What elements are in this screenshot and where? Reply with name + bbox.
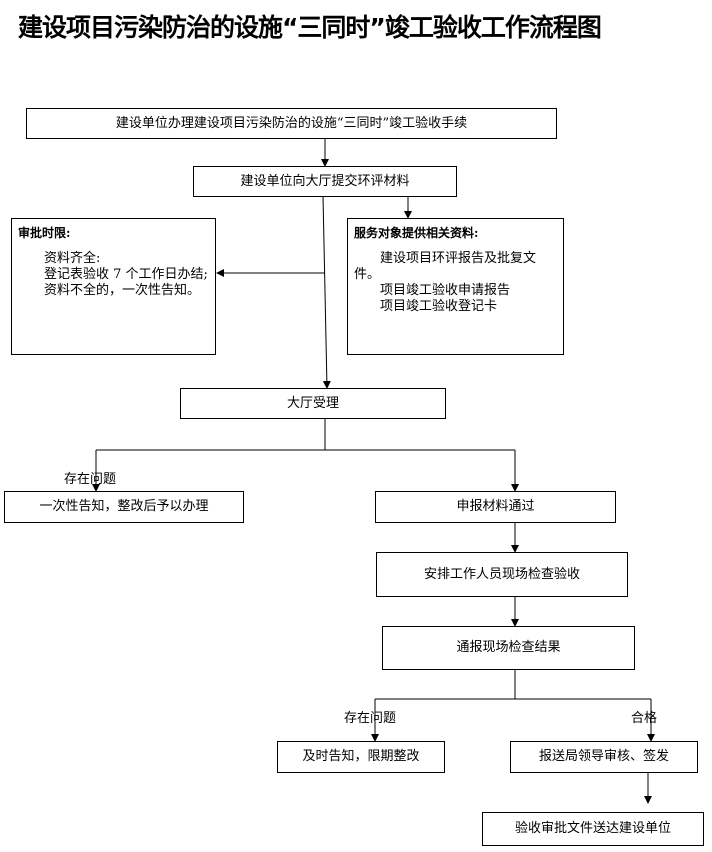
materials-heading: 服务对象提供相关资料: <box>354 226 479 240</box>
qualified-label: 合格 <box>631 711 658 726</box>
materials-line: 建设项目环评报告及批复文件。 <box>354 251 537 282</box>
submit-materials-box: 建设单位向大厅提交环评材料 <box>193 166 457 197</box>
materials-line: 项目竣工验收申请报告 <box>380 283 511 298</box>
hall-accept-box: 大厅受理 <box>180 388 446 419</box>
deliver-document-box: 验收审批文件送达建设单位 <box>482 812 704 846</box>
timely-notice-box: 及时告知，限期整改 <box>277 741 445 773</box>
time-limit-line: 资料不全的，一次性告知。 <box>44 283 201 298</box>
notify-result-box: 通报现场检查结果 <box>382 626 635 670</box>
leader-review-box: 报送局领导审核、签发 <box>510 741 698 773</box>
arrange-inspection-box: 安排工作人员现场检查验收 <box>376 552 628 597</box>
materials-pass-box: 申报材料通过 <box>375 491 616 523</box>
problem-label: 存在问题 <box>64 472 117 487</box>
notify-once-box: 一次性告知，整改后予以办理 <box>4 491 244 523</box>
time-limit-line: 资料齐全: <box>44 251 101 266</box>
arrow-submit-to-hall <box>322 195 331 389</box>
time-limit-heading: 审批时限: <box>18 226 71 240</box>
time-limit-line: 登记表验收 7 个工作日办结; <box>44 267 208 282</box>
approval-time-limit-box: 审批时限: 资料齐全: 登记表验收 7 个工作日办结; 资料不全的，一次性告知。 <box>11 218 216 355</box>
required-materials-box: 服务对象提供相关资料: 建设项目环评报告及批复文件。 项目竣工验收申请报告 项目… <box>347 218 564 355</box>
problem-label: 存在问题 <box>344 711 397 726</box>
start-step-box: 建设单位办理建设项目污染防治的设施“三同时”竣工验收手续 <box>26 108 557 139</box>
materials-line: 项目竣工验收登记卡 <box>380 299 498 314</box>
page-title: 建设项目污染防治的设施“三同时”竣工验收工作流程图 <box>18 13 602 42</box>
